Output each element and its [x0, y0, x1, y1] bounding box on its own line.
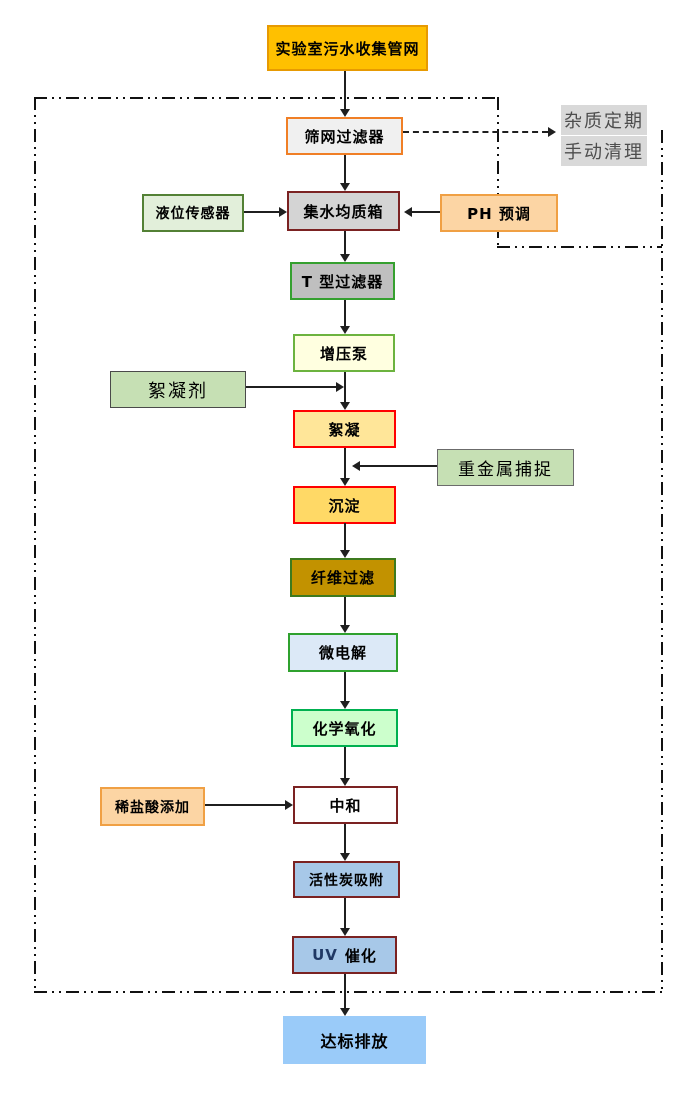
- arrow-flocculation-to-sedimentation: [340, 448, 350, 486]
- arrow-flocculant-to-line: [246, 382, 344, 392]
- node-lab-sewage-collection-network: 实验室污水收集管网: [267, 25, 428, 71]
- node-neutralization: 中和: [293, 786, 398, 824]
- note-impurity-line-1: 杂质定期: [561, 105, 647, 135]
- arrow-fiber-filter-to-micro-electrolysis: [340, 597, 350, 633]
- node-dilute-hcl-dosing: 稀盐酸添加: [100, 787, 205, 826]
- dashed-arrow-screen-filter-to-impurity-note: [403, 127, 556, 137]
- process-boundary-top: [34, 97, 497, 99]
- node-flocculation: 絮凝: [293, 410, 396, 448]
- arrow-uv-to-discharge: [340, 974, 350, 1016]
- node-booster-pump: 增压泵: [293, 334, 395, 372]
- node-discharge: 达标排放: [283, 1016, 426, 1064]
- process-boundary-notch-horizontal: [497, 246, 662, 248]
- arrow-neutralization-to-activated-carbon: [340, 824, 350, 861]
- arrow-t-filter-to-pump: [340, 300, 350, 334]
- arrow-sedimentation-to-fiber-filter: [340, 523, 350, 558]
- node-t-filter: T 型过滤器: [290, 262, 395, 300]
- process-boundary-bottom: [34, 991, 662, 993]
- process-boundary-notch-vertical: [497, 97, 499, 247]
- node-sedimentation: 沉淀: [293, 486, 396, 524]
- node-flocculant: 絮凝剂: [110, 371, 246, 408]
- arrow-ph-preadjust-to-tank: [404, 207, 440, 217]
- note-impurity-line-2: 手动清理: [561, 136, 647, 166]
- arrow-micro-electrolysis-to-chemical-oxidation: [340, 672, 350, 709]
- process-boundary-left: [34, 97, 36, 991]
- arrow-chemical-oxidation-to-neutralization: [340, 747, 350, 786]
- node-micro-electrolysis: 微电解: [288, 633, 398, 672]
- node-heavy-metal-capture: 重金属捕捉: [437, 449, 574, 486]
- note-impurity-manual-cleaning: 杂质定期 手动清理: [561, 105, 647, 167]
- node-fiber-filter: 纤维过滤: [290, 558, 396, 597]
- node-collection-equalization-tank: 集水均质箱: [287, 191, 400, 231]
- arrow-tank-to-t-filter: [340, 231, 350, 262]
- arrow-heavy-metal-to-line: [352, 461, 437, 471]
- arrow-activated-carbon-to-uv: [340, 898, 350, 936]
- node-uv-catalysis: UV 催化: [292, 936, 397, 974]
- process-boundary-right: [661, 130, 663, 991]
- arrow-source-to-screen-filter: [340, 71, 350, 117]
- node-level-sensor: 液位传感器: [142, 194, 244, 232]
- arrow-pump-to-flocculation: [340, 372, 350, 410]
- node-activated-carbon-adsorption: 活性炭吸附: [293, 861, 400, 898]
- node-chemical-oxidation: 化学氧化: [291, 709, 398, 747]
- uv-chinese-label: 催化: [344, 946, 377, 965]
- arrow-screen-filter-to-tank: [340, 155, 350, 191]
- node-ph-preadjust: PH 预调: [440, 194, 558, 232]
- uv-latin-label: UV: [312, 946, 338, 964]
- arrow-level-sensor-to-tank: [244, 207, 287, 217]
- arrow-dilute-hcl-to-neutralization: [205, 800, 293, 810]
- node-screen-filter: 筛网过滤器: [286, 117, 403, 155]
